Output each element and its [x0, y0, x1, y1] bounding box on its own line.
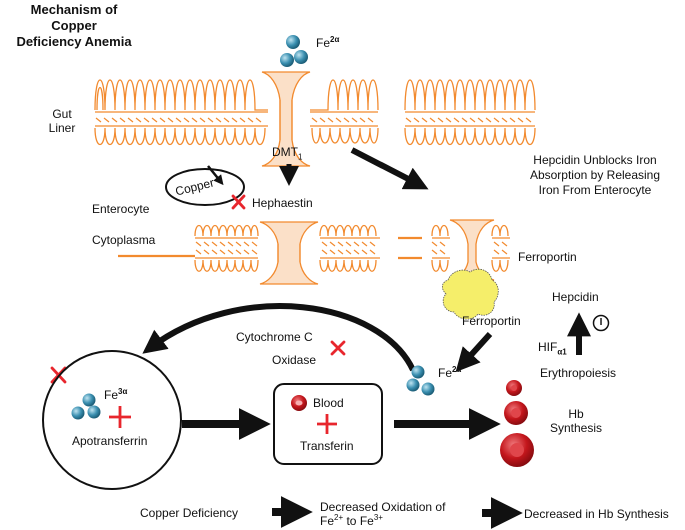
iron-ions-top	[280, 35, 308, 67]
hephaestin-label: Hephaestin	[252, 196, 313, 210]
curved-return-arrow	[142, 303, 416, 372]
enterocyte-label: Enterocyte	[92, 202, 150, 216]
hif-label: HIFα1	[538, 340, 567, 357]
cytoplasma-membrane	[118, 236, 510, 260]
erythropoiesis-label: Erythropoiesis	[540, 366, 617, 380]
apotransferrin-label: Apotransferrin	[72, 434, 148, 448]
hb-synthesis-label: Hb Synthesis	[549, 407, 603, 435]
iron-ions-apo	[71, 393, 101, 420]
hepcidin-blob	[442, 268, 499, 320]
gut-membrane-heads	[95, 117, 532, 123]
fe2-top-label: Fe2α	[316, 35, 340, 51]
ferroportin-channel	[449, 219, 495, 281]
iron-ions-mid	[406, 365, 435, 396]
ferroportin-right-label: Ferroportin	[518, 250, 577, 264]
cytoplasma-heads	[195, 241, 508, 255]
blood-box	[273, 383, 383, 465]
red-plus-marks	[109, 406, 337, 434]
hb-blood-cells	[500, 380, 534, 467]
ferroportin-below-label: Ferroportin	[462, 314, 521, 328]
fe3-label: Fe3α	[104, 387, 128, 403]
diagram-title: Mechanism of Copper Deficiency Anemia	[16, 2, 132, 49]
decreased-hb-label: Decreased in Hb Synthesis	[524, 507, 669, 521]
inhibition-circle	[592, 314, 610, 332]
decreased-oxidation-label: Decreased Oxidation of Fe2+ to Fe3+	[320, 500, 446, 528]
transferin-label: Transferin	[300, 439, 354, 453]
dmt1-channel	[261, 71, 311, 167]
apotransferrin-circle	[42, 350, 182, 490]
hepcidin-label: Hepcidin	[552, 290, 599, 304]
copper-deficiency-label: Copper Deficiency	[140, 506, 239, 520]
gut-liner-label: Gut Liner	[48, 107, 76, 135]
cytochrome-label: Cytochrome C	[236, 330, 313, 344]
gut-membrane-top	[94, 79, 536, 127]
inhibit-symbol: I	[599, 317, 603, 328]
fe2-mid-label: Fe2α	[438, 365, 462, 381]
blood-cell-icon	[291, 395, 307, 411]
hepcidin-note: Hepcidin Unblocks Iron Absorption by Rel…	[529, 153, 661, 197]
ferroportin-fe-arrow	[455, 331, 493, 373]
membrane-diagonal-arrow	[350, 147, 429, 190]
copper-oval	[165, 168, 245, 206]
blood-label: Blood	[313, 396, 344, 410]
dmt1-label: DMT1	[272, 145, 303, 162]
cytoplasma-label: Cytoplasma	[92, 233, 156, 247]
oxidase-label: Oxidase	[272, 353, 317, 367]
cytoplasma-channel	[259, 221, 319, 285]
